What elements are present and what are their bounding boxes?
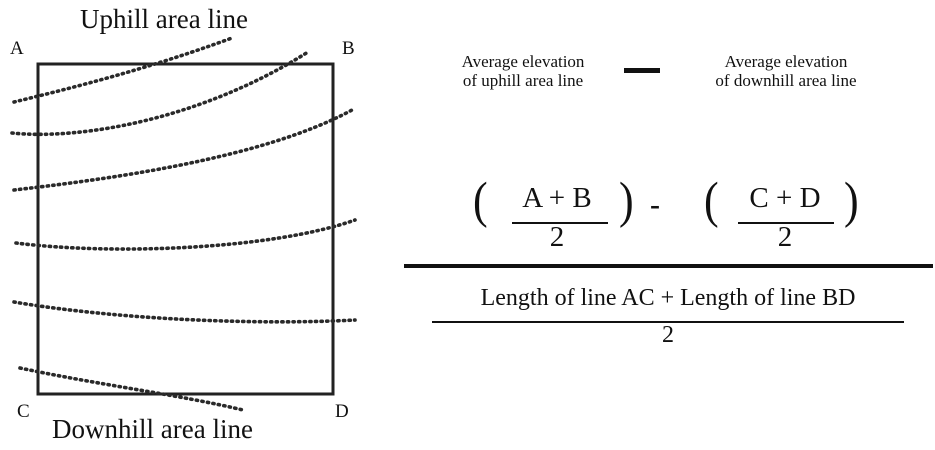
fraction-bar: [432, 321, 904, 323]
fraction-bar: [738, 222, 834, 224]
close-paren: ): [619, 172, 634, 229]
denominator-divisor-two: 2: [662, 322, 674, 348]
open-paren: (: [473, 172, 488, 229]
minus-sign: [624, 68, 660, 73]
corner-a-label: A: [10, 38, 24, 59]
close-paren: ): [844, 172, 859, 229]
numerator-a-plus-b: A + B: [522, 182, 592, 214]
numerator-c-plus-d: C + D: [749, 182, 821, 214]
downhill-average-caption: Average elevation of downhill area line: [676, 52, 896, 90]
open-paren: (: [704, 172, 719, 229]
downhill-area-line-label: Downhill area line: [52, 414, 253, 444]
denominator-length-sum: Length of line AC + Length of line BD: [480, 285, 856, 311]
contour-line: [14, 218, 357, 251]
divisor-two: 2: [777, 221, 793, 253]
minus-sign: -: [650, 188, 660, 221]
area-square: [36, 62, 335, 396]
corner-c-label: C: [17, 401, 30, 422]
contour-line: [12, 36, 234, 104]
contour-line: [12, 300, 357, 324]
uphill-caption-line2: of uphill area line: [462, 71, 584, 90]
contour-line: [18, 366, 245, 412]
contour-line: [10, 50, 310, 137]
uphill-average-caption: Average elevation of uphill area line: [418, 52, 628, 90]
downhill-caption-line2: of downhill area line: [715, 71, 857, 90]
uphill-caption-line1: Average elevation: [461, 52, 585, 71]
fraction-bar: [512, 222, 608, 224]
corner-d-label: D: [335, 401, 349, 422]
main-fraction-bar: [404, 264, 933, 268]
corner-b-label: B: [342, 38, 355, 59]
downhill-caption-line1: Average elevation: [724, 52, 848, 71]
divisor-two: 2: [549, 221, 565, 253]
contour-line: [12, 108, 354, 192]
uphill-area-line-label: Uphill area line: [80, 4, 248, 34]
